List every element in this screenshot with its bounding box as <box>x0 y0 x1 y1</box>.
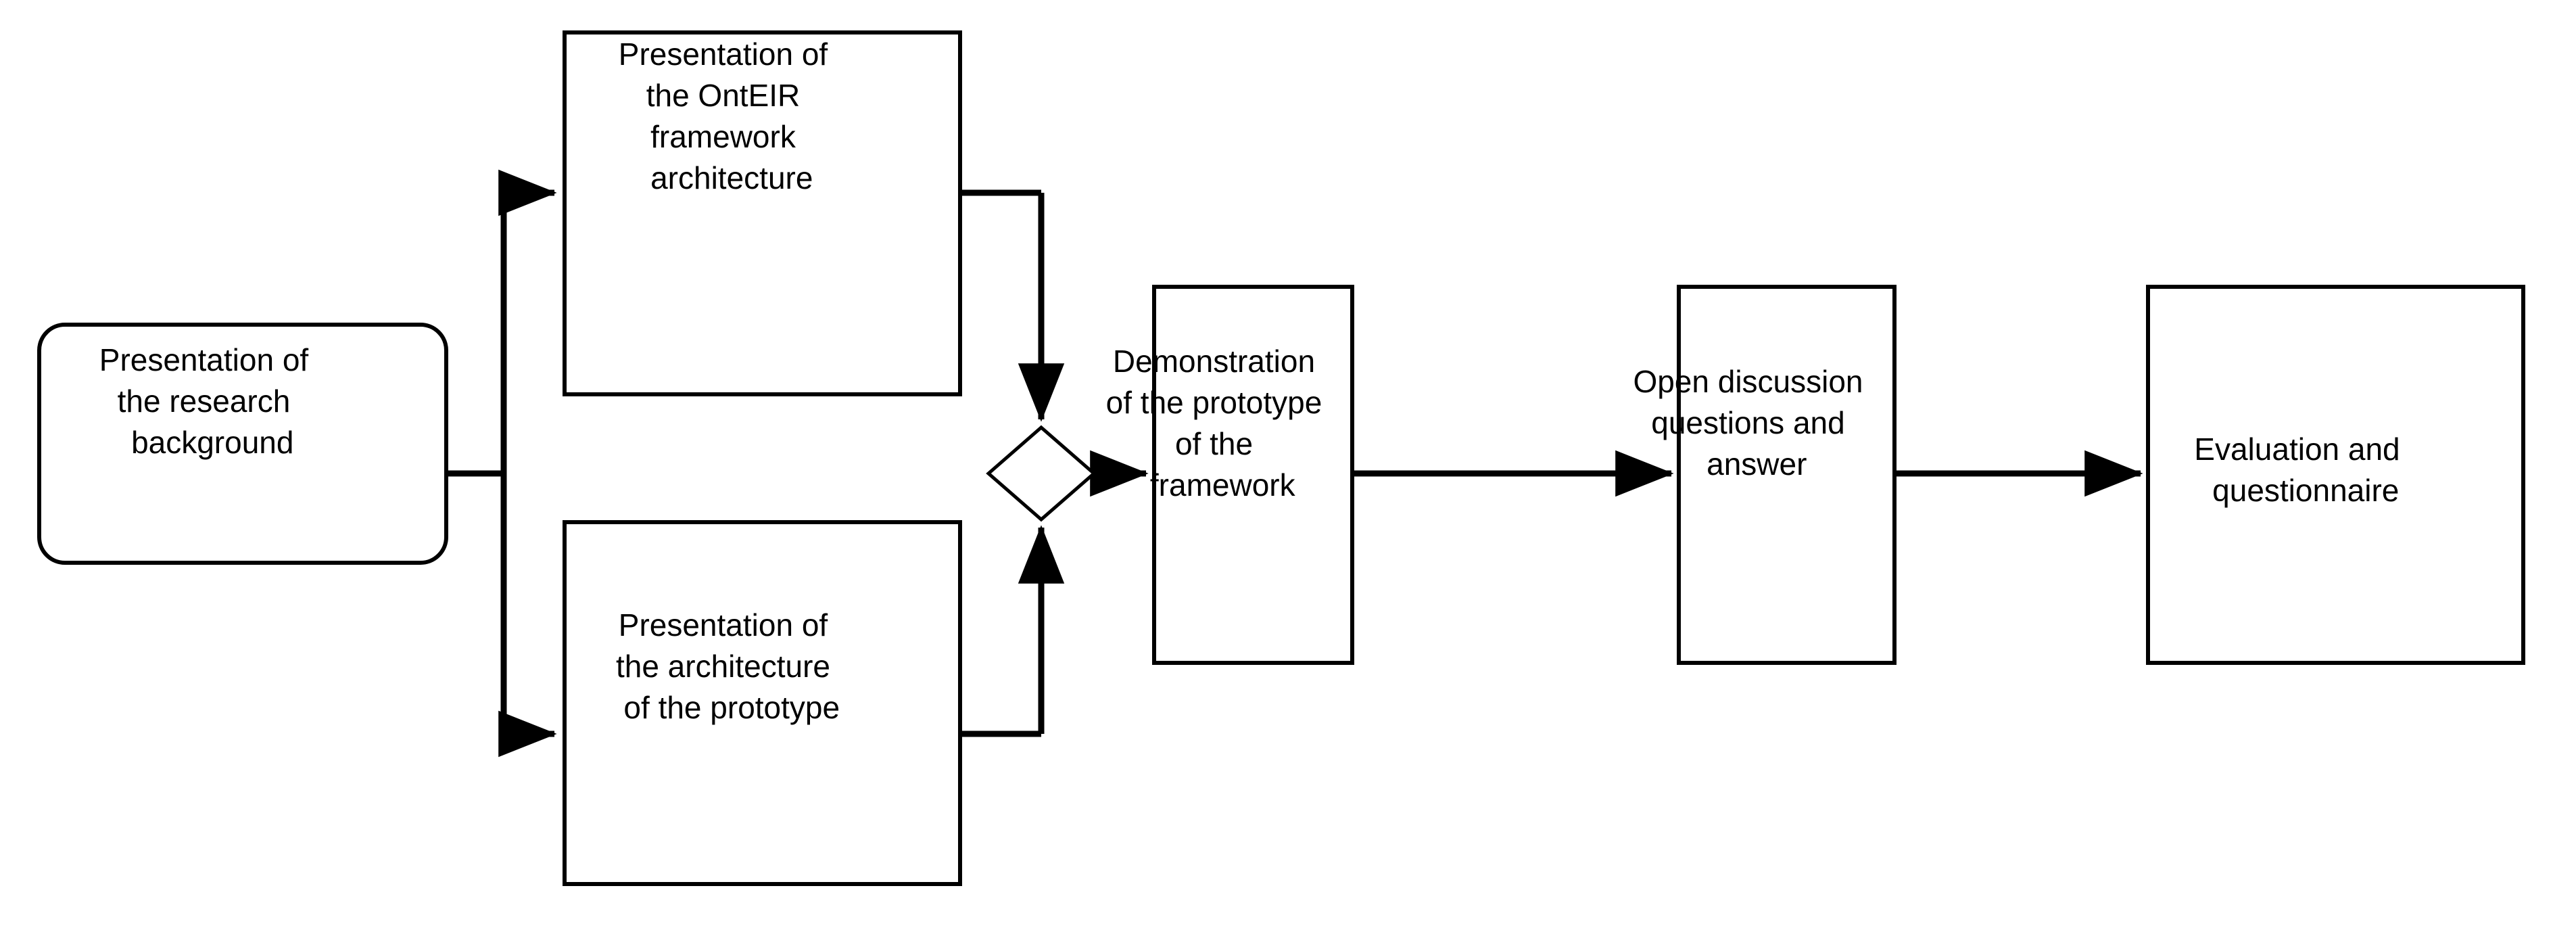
open-discussion-shape <box>1677 285 1897 665</box>
label-line: framework <box>1150 467 1296 503</box>
label-line: of the prototype <box>1106 385 1322 420</box>
label-line: the OntEIR <box>646 78 801 113</box>
evaluation-questionnaire-shape <box>2146 285 2525 665</box>
label-line: framework <box>650 119 796 154</box>
onteir-framework-architecture-shape <box>563 30 962 396</box>
node-onteir-framework-architecture[interactable]: Presentation of the OntEIR framework arc… <box>563 30 962 396</box>
label-line: of the prototype <box>623 690 840 725</box>
prototype-demonstration-shape <box>1152 285 1354 665</box>
evaluation-questionnaire-label: Evaluation and questionnaire <box>2194 432 2477 508</box>
label-line: questions and <box>1651 405 1844 440</box>
label-line: Evaluation and <box>2194 432 2400 467</box>
label-line: Presentation of <box>619 37 828 72</box>
label-line: Open discussion <box>1633 364 1863 399</box>
label-line: the research <box>118 384 291 419</box>
prototype-architecture-shape <box>563 520 962 886</box>
node-prototype-demonstration[interactable]: Demonstration of the prototype of the fr… <box>1106 285 1400 665</box>
node-research-background[interactable]: Presentation of the research background <box>37 323 448 565</box>
research-background-label: Presentation of the research background <box>99 342 386 460</box>
onteir-framework-architecture-label: Presentation of the OntEIR framework arc… <box>619 37 905 195</box>
label-line: Presentation of <box>99 342 309 377</box>
label-line: Demonstration <box>1113 344 1315 379</box>
label-line: of the <box>1175 426 1253 461</box>
label-line: questionnaire <box>2212 473 2399 508</box>
node-merge-decision[interactable] <box>986 425 1097 522</box>
open-discussion-label: Open discussion questions and answer <box>1633 364 1940 482</box>
connector-layer <box>446 169 2143 758</box>
prototype-architecture-label: Presentation of the architecture of the … <box>616 607 908 725</box>
merge-decision-shape <box>986 425 1097 522</box>
prototype-demonstration-label: Demonstration of the prototype of the fr… <box>1106 344 1400 503</box>
label-line: architecture <box>650 160 813 195</box>
label-line: background <box>131 425 293 460</box>
node-prototype-architecture[interactable]: Presentation of the architecture of the … <box>563 520 962 886</box>
node-open-discussion[interactable]: Open discussion questions and answer <box>1633 285 1940 665</box>
label-line: the architecture <box>616 649 830 684</box>
label-line: answer <box>1707 446 1807 482</box>
label-line: Presentation of <box>619 607 828 643</box>
node-evaluation-questionnaire[interactable]: Evaluation and questionnaire <box>2146 285 2525 665</box>
research-background-shape <box>37 323 448 565</box>
